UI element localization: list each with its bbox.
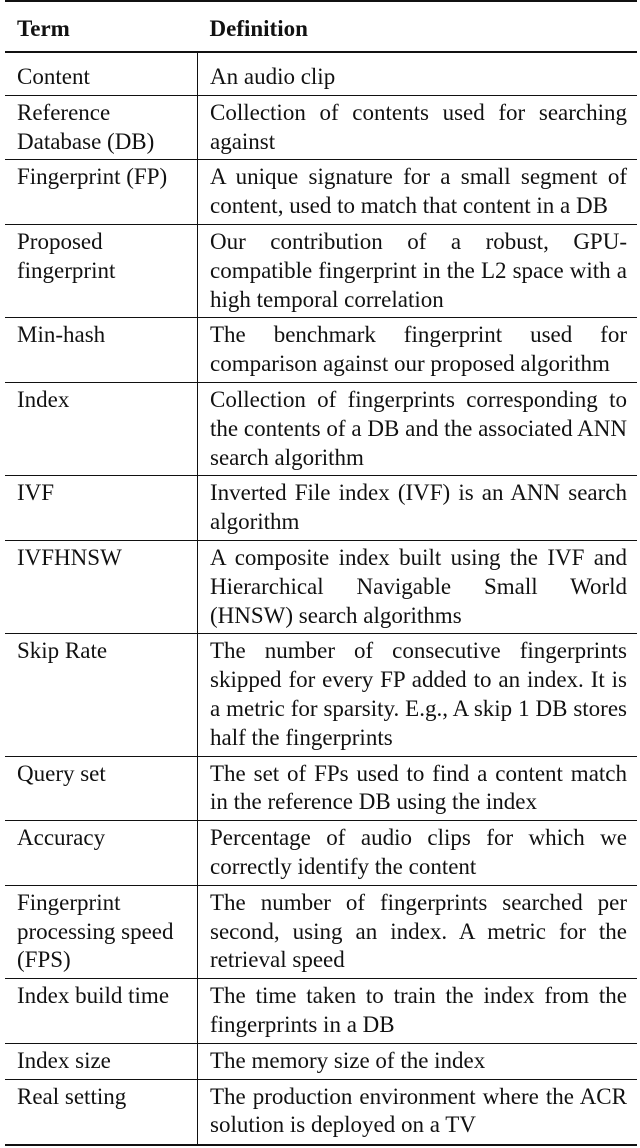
definition-column-header: Definition <box>197 2 637 53</box>
term-cell: Real setting <box>5 1079 198 1147</box>
table-row: Fingerprint (FP)A unique signature for a… <box>5 159 637 225</box>
definition-cell: Inverted File index (IVF) is an ANN sear… <box>197 475 637 541</box>
term-cell: Proposed fingerprint <box>5 224 198 319</box>
table-row: Reference Database (DB)Collection of con… <box>5 95 637 161</box>
term-cell: Index size <box>5 1043 198 1080</box>
term-cell: Fingerprint processing speed (FPS) <box>5 885 198 980</box>
term-cell: Reference Database (DB) <box>5 95 198 161</box>
definition-cell: The number of consecutive fingerprints s… <box>197 633 637 757</box>
term-cell: Content <box>5 52 198 96</box>
definition-cell: Collection of contents used for searchin… <box>197 95 637 161</box>
definition-cell: Our contribution of a robust, GPU-compat… <box>197 224 637 319</box>
term-cell: IVF <box>5 475 198 541</box>
header-row: Term Definition <box>5 2 637 53</box>
definition-cell: The time taken to train the index from t… <box>197 978 637 1044</box>
definition-cell: An audio clip <box>197 52 637 96</box>
definition-cell: The production environment where the ACR… <box>197 1079 637 1147</box>
definition-cell: A composite index built using the IVF an… <box>197 540 637 635</box>
term-cell: Query set <box>5 756 198 822</box>
definition-cell: A unique signature for a small segment o… <box>197 159 637 225</box>
definition-cell: The set of FPs used to find a content ma… <box>197 756 637 822</box>
definition-cell: The benchmark fingerprint used for compa… <box>197 317 637 383</box>
term-cell: Fingerprint (FP) <box>5 159 198 225</box>
definition-cell: The memory size of the index <box>197 1043 637 1080</box>
term-cell: Index <box>5 382 198 477</box>
table-header: Term Definition <box>5 0 637 53</box>
term-cell: IVFHNSW <box>5 540 198 635</box>
definition-cell: The number of fingerprints searched per … <box>197 885 637 980</box>
definition-cell: Percentage of audio clips for which we c… <box>197 820 637 886</box>
term-cell: Accuracy <box>5 820 198 886</box>
term-cell: Skip Rate <box>5 633 198 757</box>
definition-cell: Collection of fingerprints corresponding… <box>197 382 637 477</box>
table-row: Fingerprint processing speed (FPS)The nu… <box>5 885 637 980</box>
term-cell: Index build time <box>5 978 198 1044</box>
term-cell: Min-hash <box>5 317 198 383</box>
term-column-header: Term <box>5 2 198 53</box>
